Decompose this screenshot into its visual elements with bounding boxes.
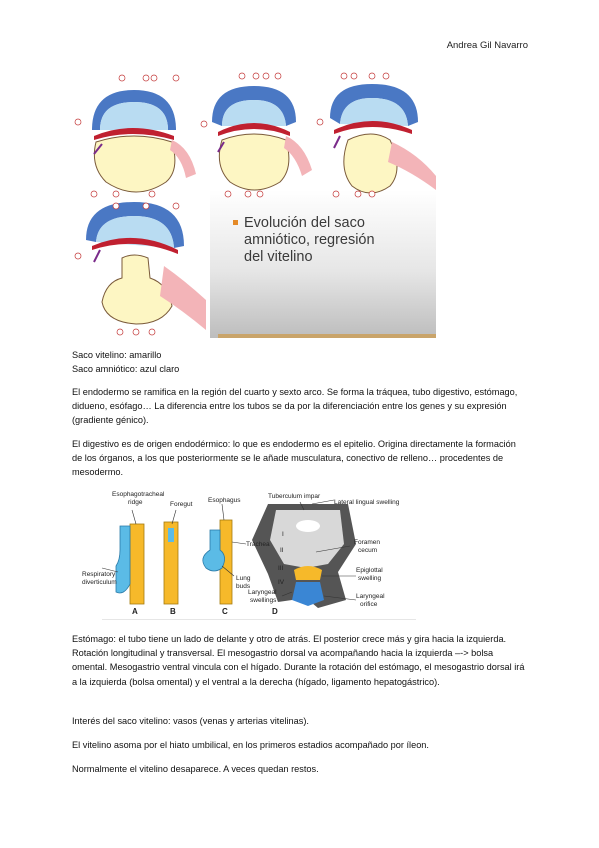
label-laryngeal-swellings-2: swellings bbox=[250, 597, 277, 604]
label-respiratory: Respiratory bbox=[82, 571, 116, 578]
panel-a bbox=[101, 509, 145, 605]
legend-amnion: Saco amniótico: azul claro bbox=[72, 364, 180, 375]
amniotic-sac-figure: Evolución del saco amniótico, regresión … bbox=[72, 70, 436, 338]
respiratory-illustration: Esophagotracheal ridge Foregut Esophagus… bbox=[82, 491, 416, 620]
label-ridge: ridge bbox=[128, 499, 143, 506]
label-laryngeal-orifice: Laryngeal bbox=[356, 593, 385, 600]
caption-line-1: Evolución del saco bbox=[244, 215, 365, 231]
label-panel-a: A bbox=[132, 607, 138, 616]
label-arch-iii: III bbox=[278, 565, 284, 572]
respiratory-development-figure: Esophagotracheal ridge Foregut Esophagus… bbox=[72, 484, 434, 620]
label-lung: Lung bbox=[236, 575, 251, 582]
label-epiglottal-swelling: swelling bbox=[358, 575, 382, 582]
legend-yolk: Saco vitelino: amarillo bbox=[72, 350, 162, 360]
embryo-stage-1 bbox=[92, 90, 196, 193]
label-lateral-swelling: Lateral lingual swelling bbox=[334, 499, 400, 506]
panel-c bbox=[202, 503, 247, 605]
embryo-stage-2 bbox=[212, 86, 312, 191]
label-tuberculum: Tuberculum impar bbox=[268, 493, 321, 500]
paragraph-1: El endodermo se ramifica en la región de… bbox=[72, 387, 518, 426]
label-esophagus: Esophagus bbox=[208, 497, 241, 504]
label-arch-i: I bbox=[282, 531, 284, 538]
caption-line-3: del vitelino bbox=[244, 249, 313, 265]
label-esophagotracheal: Esophagotracheal bbox=[112, 491, 165, 498]
caption-panel bbox=[210, 190, 436, 338]
embryo-stage-3 bbox=[330, 84, 436, 194]
figure-markers bbox=[74, 72, 390, 336]
label-buds: buds bbox=[236, 583, 251, 590]
legend: Saco vitelino: amarillo Saco amniótico: … bbox=[72, 348, 526, 376]
amniotic-sac-illustration: Evolución del saco amniótico, regresión … bbox=[74, 72, 436, 338]
embryo-stage-4 bbox=[86, 202, 206, 330]
author-name: Andrea Gil Navarro bbox=[446, 40, 528, 51]
paragraph-5: El vitelino asoma por el hiato umbilical… bbox=[72, 740, 429, 750]
label-arch-ii: II bbox=[280, 547, 284, 554]
label-trachea: Trachea bbox=[246, 541, 270, 548]
paragraph-3: Estómago: el tubo tiene un lado de delan… bbox=[72, 634, 525, 687]
paragraph-2: El digestivo es de origen endodérmico: l… bbox=[72, 439, 516, 478]
label-diverticulum: diverticulum bbox=[82, 579, 117, 586]
panel-b bbox=[163, 509, 179, 605]
label-panel-c: C bbox=[222, 607, 228, 616]
label-panel-b: B bbox=[170, 607, 176, 616]
paragraph-6: Normalmente el vitelino desaparece. A ve… bbox=[72, 764, 319, 774]
label-laryngeal-swellings: Laryngeal bbox=[248, 589, 277, 596]
label-foregut: Foregut bbox=[170, 501, 193, 508]
label-epiglottal: Epiglottal bbox=[356, 567, 383, 574]
label-cecum: cecum bbox=[358, 547, 377, 554]
paragraph-4: Interés del saco vitelino: vasos (venas … bbox=[72, 716, 309, 726]
label-foramen: Foramen bbox=[354, 539, 380, 546]
label-orifice: orifice bbox=[360, 601, 378, 608]
label-arch-iv: IV bbox=[278, 579, 285, 586]
panel-d bbox=[252, 499, 357, 608]
label-panel-d: D bbox=[272, 607, 278, 616]
caption-line-2: amniótico, regresión bbox=[244, 232, 375, 248]
